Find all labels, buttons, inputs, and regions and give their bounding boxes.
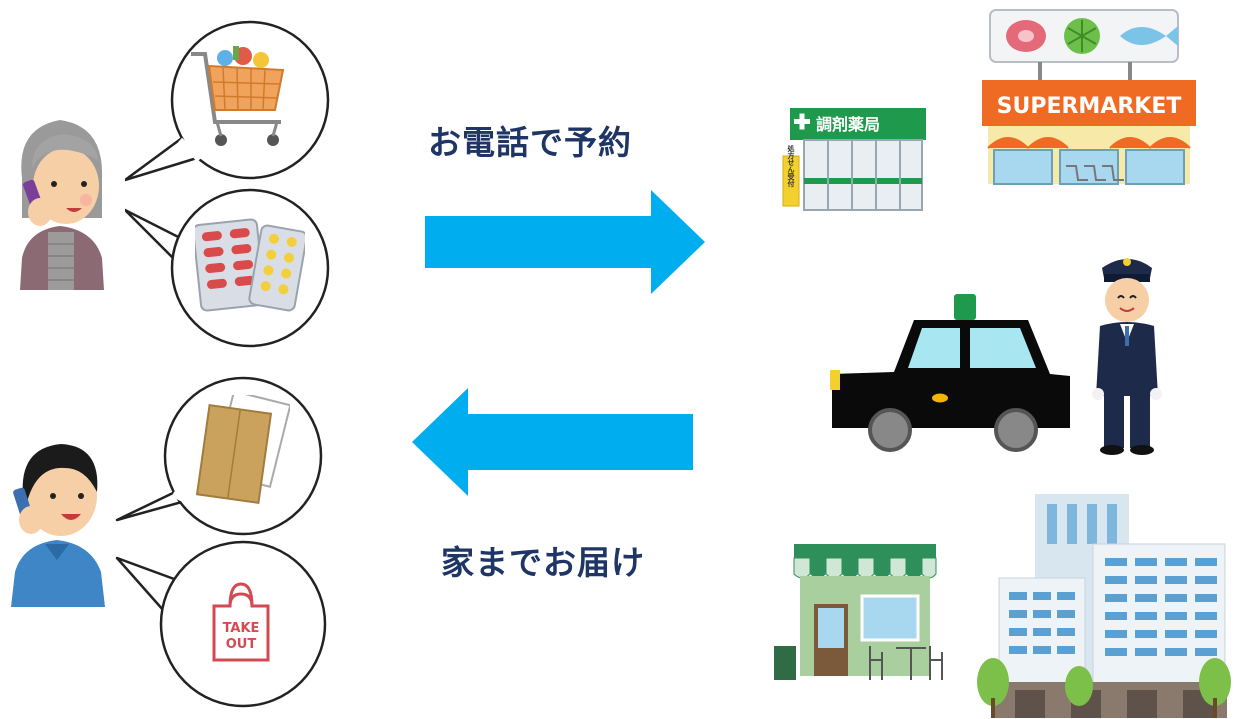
elderly-woman-icon: [20, 120, 104, 290]
cafe-shop-icon: [774, 544, 943, 680]
left-arrow-icon: [412, 388, 693, 496]
reserve-by-phone-label: お電話で予約: [428, 123, 632, 162]
man-on-phone-icon: [11, 444, 105, 607]
takeout-text-line2: OUT: [226, 637, 257, 652]
takeout-bag-icon: TAKE OUT: [212, 582, 270, 662]
supermarket-building-icon: SUPERMARKET: [982, 9, 1196, 185]
takeout-text-line1: TAKE: [223, 621, 260, 636]
deliver-home-label: 家までお届け: [441, 543, 645, 582]
pharmacy-sign-text: 調剤薬局: [816, 115, 880, 134]
right-arrow-icon: [425, 190, 705, 294]
office-building-icon: [977, 494, 1231, 718]
taxi-driver-icon: [1092, 258, 1162, 455]
medicine-pills-icon: [195, 218, 305, 312]
shopping-cart-icon: [191, 46, 285, 146]
pharmacy-side-sign-text: 処方せん受付: [787, 144, 796, 188]
pharmacy-building-icon: 調剤薬局 処方せん受付: [782, 108, 926, 211]
taxi-car-icon: [830, 294, 1070, 452]
envelope-package-icon: [195, 395, 290, 505]
supermarket-sign-text: SUPERMARKET: [997, 94, 1182, 119]
